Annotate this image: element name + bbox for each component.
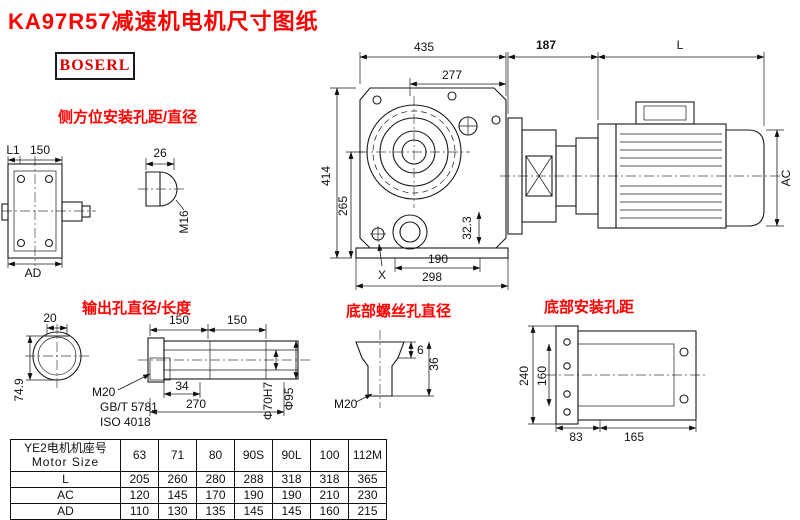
col-71: 71	[158, 439, 197, 472]
boserl-logo: BOSERL	[55, 52, 135, 80]
bottom-bolt-drawing: 6 36 M20	[334, 330, 441, 411]
shaft-stub-drawing: 26 M16	[138, 146, 191, 234]
std-iso-4018: ISO 4018	[100, 415, 151, 429]
std-gbt-5781: GB/T 5781	[100, 400, 158, 414]
dim-36: 36	[427, 357, 441, 371]
dim-160: 160	[535, 366, 549, 386]
dim-74-9: 74.9	[12, 378, 26, 402]
row-label-L: L	[10, 470, 121, 488]
cell: 230	[348, 486, 387, 504]
dim-AC: AC	[779, 169, 793, 186]
dim-414: 414	[319, 166, 333, 186]
row-label-AC: AC	[10, 486, 121, 504]
cell: 110	[120, 502, 159, 520]
dim-150-a: 150	[169, 313, 189, 327]
cell: 120	[120, 486, 159, 504]
left-view-drawing: L1 150 AD	[1, 143, 96, 280]
table-header-cn: YE2电机机座号	[24, 441, 107, 455]
table-header-row: YE2电机机座号 Motor Size 63 71 80 90S 90L 100…	[10, 439, 387, 472]
dim-phi70: Φ70H7	[261, 382, 275, 421]
front-view-drawing	[355, 87, 509, 259]
dim-phi95: Φ95	[282, 387, 296, 410]
cell: 215	[348, 502, 387, 520]
dim-L: L	[677, 38, 684, 52]
dim-190: 190	[428, 252, 448, 266]
output-shaft-drawing: 20 74.9 150 150	[12, 311, 312, 429]
table-header-en: Motor Size	[31, 455, 100, 470]
label-bottom-mount: 底部安装孔距	[544, 299, 635, 316]
dim-187: 187	[536, 38, 556, 52]
col-90S: 90S	[234, 439, 273, 472]
cell: 260	[158, 470, 197, 488]
dim-34: 34	[175, 379, 189, 393]
cell: 145	[234, 502, 273, 520]
x-mark: X	[378, 268, 386, 282]
dim-L1: L1	[6, 143, 20, 157]
cell: 160	[310, 502, 349, 520]
bottom-mount-drawing: 240 160 83 165	[517, 325, 708, 444]
cell: 170	[196, 486, 235, 504]
cell: 210	[310, 486, 349, 504]
dim-M16: M16	[177, 210, 191, 234]
cell: 318	[310, 470, 349, 488]
front-view-dimensions: 435 277 414 265 32.3 X 190	[319, 40, 509, 290]
dim-270: 270	[186, 397, 206, 411]
dim-26: 26	[153, 146, 167, 160]
cell: 318	[272, 470, 311, 488]
cell: 365	[348, 470, 387, 488]
table-row-AD: AD 110 130 135 145 145 160 215	[10, 502, 387, 520]
cell: 288	[234, 470, 273, 488]
table-row-L: L 205 260 280 288 318 318 365	[10, 470, 387, 488]
col-100: 100	[310, 439, 349, 472]
label-side-mount: 侧方位安装孔距/直径	[58, 109, 198, 126]
cell: 205	[120, 470, 159, 488]
cell: 190	[234, 486, 273, 504]
cell: 145	[272, 502, 311, 520]
page-title: KA97R57减速机电机尺寸图纸	[8, 9, 319, 34]
dim-6: 6	[417, 343, 424, 357]
motor-size-table: YE2电机机座号 Motor Size 63 71 80 90S 90L 100…	[10, 439, 387, 520]
dim-20: 20	[43, 311, 57, 325]
row-label-AD: AD	[10, 502, 121, 520]
dim-165: 165	[624, 430, 644, 444]
dim-150-left: 150	[30, 143, 50, 157]
table-header-motor-size: YE2电机机座号 Motor Size	[10, 439, 121, 472]
dim-83: 83	[569, 430, 583, 444]
dim-M20-shaft: M20	[92, 385, 116, 399]
dim-32-3: 32.3	[460, 216, 474, 240]
dim-150-b: 150	[227, 313, 247, 327]
side-view-dimensions: 187 L AC	[507, 38, 793, 227]
col-112M: 112M	[348, 439, 387, 472]
table-row-AC: AC 120 145 170 190 190 210 230	[10, 486, 387, 504]
cell: 130	[158, 502, 197, 520]
dim-265: 265	[336, 196, 350, 216]
dim-435: 435	[414, 40, 434, 54]
dim-240: 240	[517, 366, 531, 386]
dim-M20-bolt: M20	[334, 397, 358, 411]
cell: 145	[158, 486, 197, 504]
col-63: 63	[120, 439, 159, 472]
side-view-drawing	[500, 101, 784, 235]
label-bottom-screw: 底部螺丝孔直径	[346, 303, 452, 320]
label-output-hole: 输出孔直径/长度	[82, 300, 192, 317]
col-90L: 90L	[272, 439, 311, 472]
cell: 135	[196, 502, 235, 520]
col-80: 80	[196, 439, 235, 472]
dim-AD: AD	[25, 266, 42, 280]
dim-298: 298	[422, 270, 442, 284]
cell: 190	[272, 486, 311, 504]
cell: 280	[196, 470, 235, 488]
dim-277: 277	[442, 68, 462, 82]
